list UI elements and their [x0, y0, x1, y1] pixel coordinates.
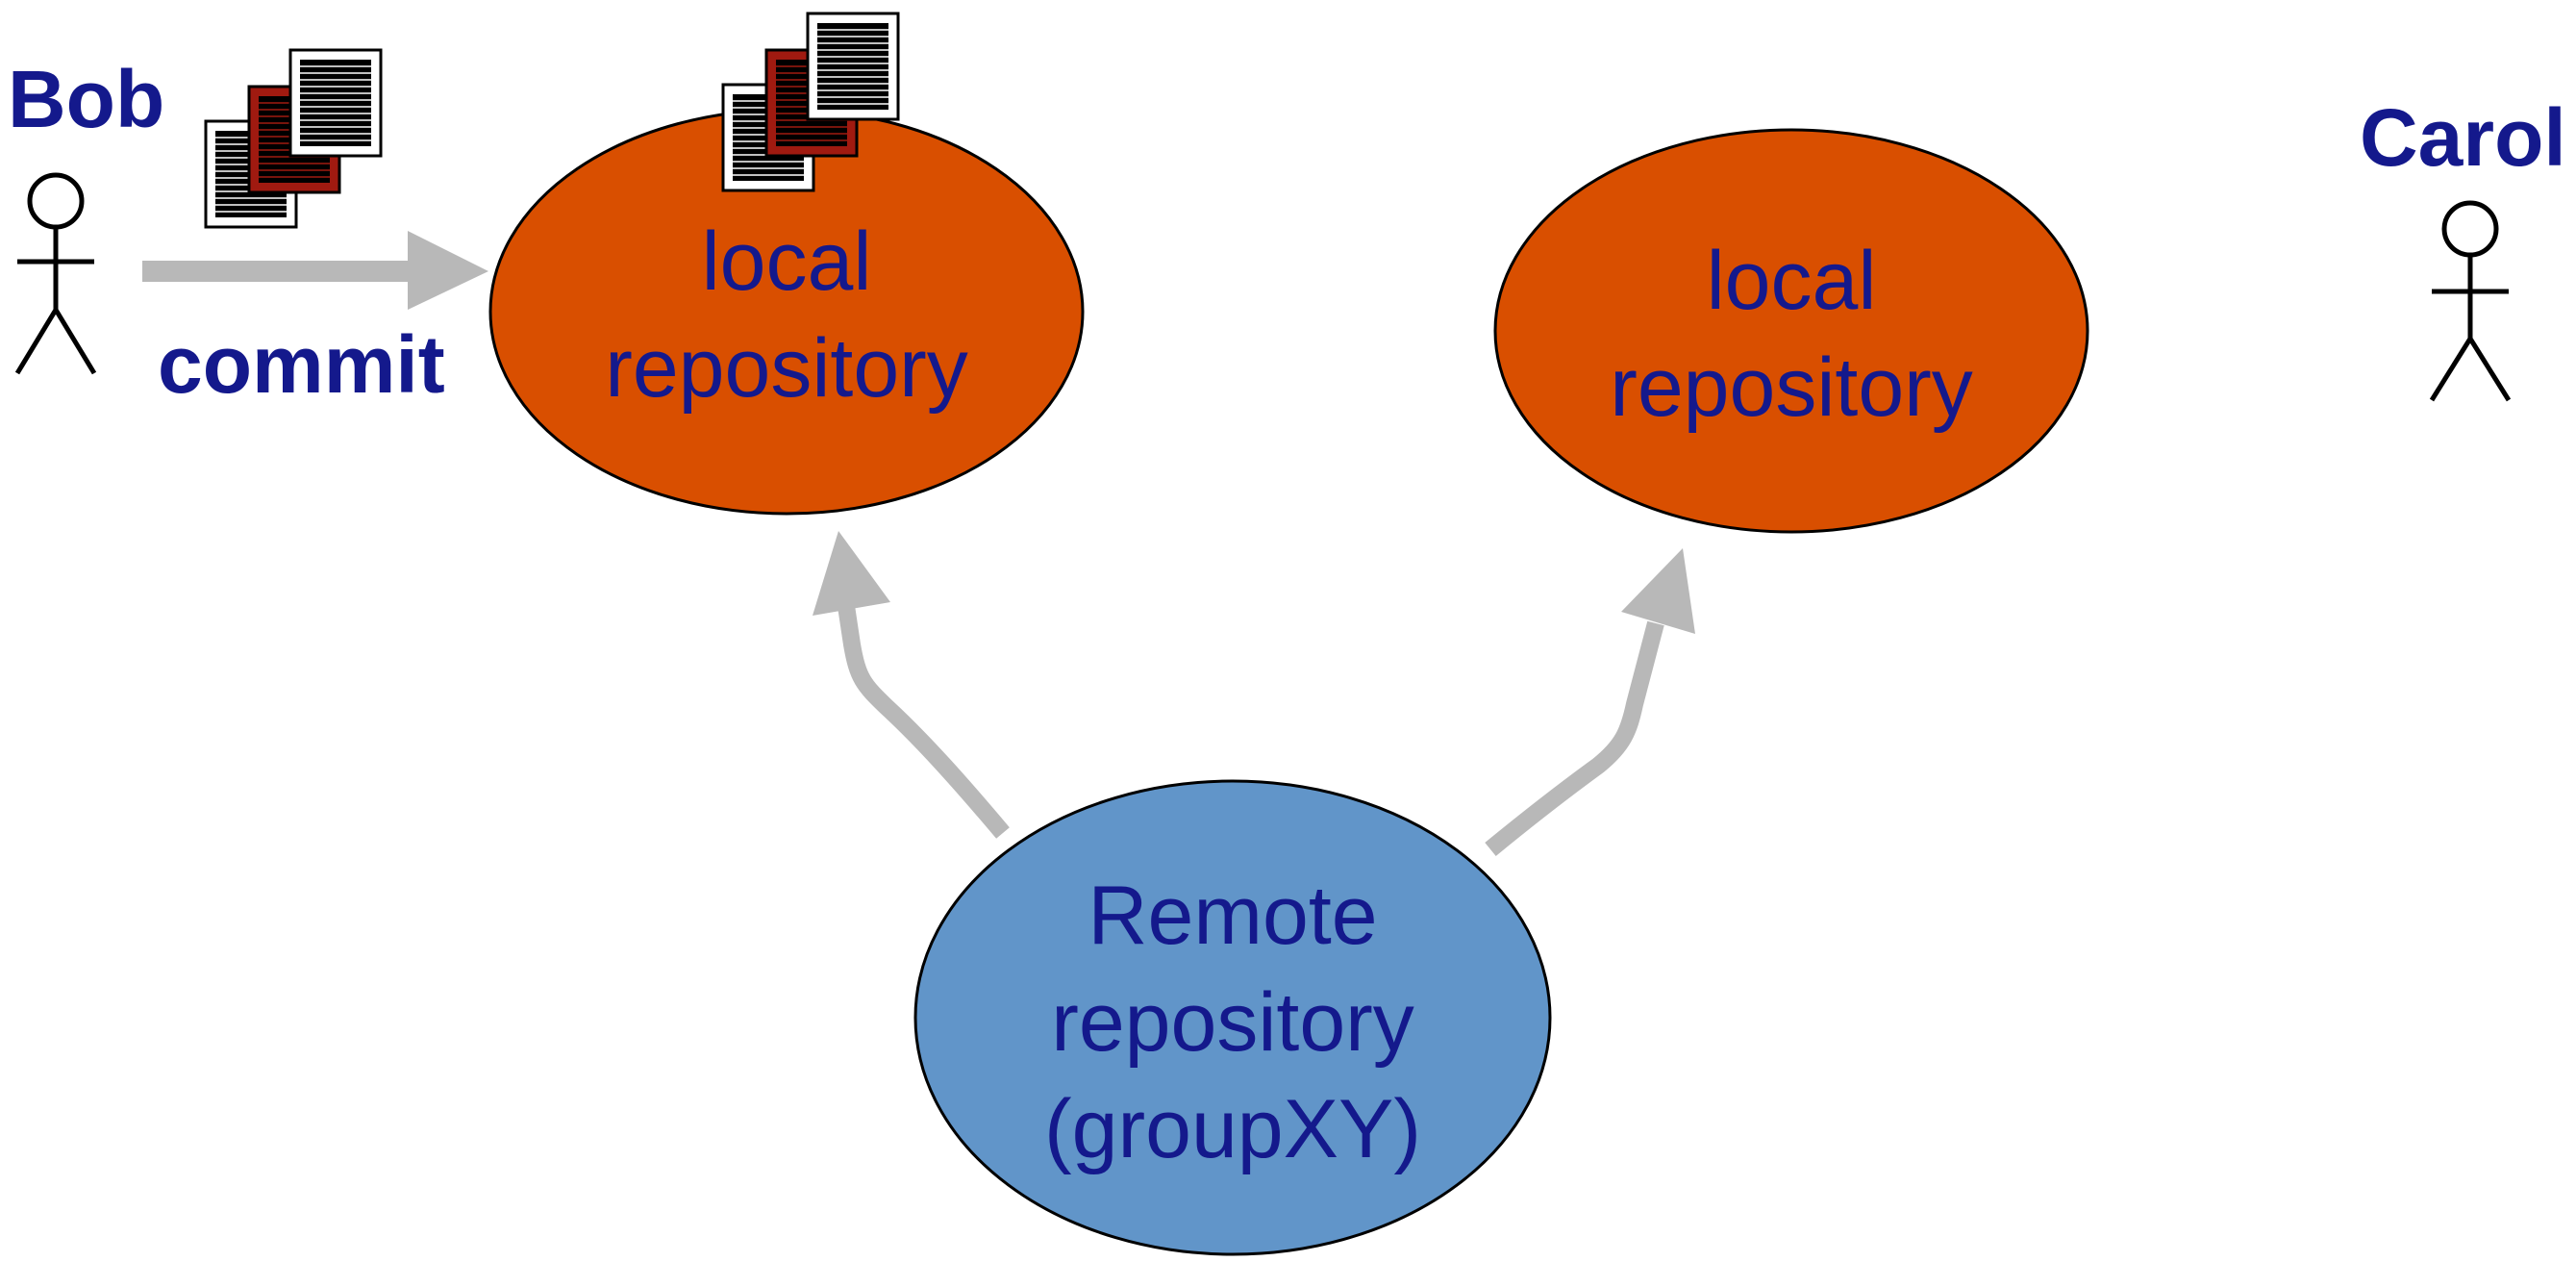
stick-figure-icon	[2429, 200, 2512, 402]
commit-arrow	[142, 231, 488, 310]
pull-arrow-left	[813, 531, 1010, 839]
pull-arrow-right	[1485, 548, 1695, 856]
local-repository-left: local repository	[488, 108, 1085, 516]
commit-label: commit	[158, 319, 445, 410]
actor-bob: Bob	[8, 54, 164, 375]
repo-label-line1: local	[1707, 235, 1877, 327]
stick-figure-icon	[14, 172, 97, 375]
actor-name-bob: Bob	[8, 54, 164, 144]
document-stack-icon	[206, 50, 381, 227]
actor-name-carol: Carol	[2360, 92, 2566, 183]
repo-label-line1: Remote	[1088, 870, 1377, 962]
repo-label-line2: repository	[1610, 341, 1973, 434]
repo-label-line2: repository	[605, 322, 968, 415]
repo-label-line2: repository	[1051, 976, 1414, 1069]
local-repository-right: local repository	[1493, 128, 2089, 534]
repo-label-line3: (groupXY)	[1044, 1083, 1421, 1175]
actor-carol: Carol	[2360, 92, 2566, 402]
repo-label-line1: local	[702, 215, 872, 308]
remote-repository: Remote repository (groupXY)	[913, 779, 1552, 1256]
